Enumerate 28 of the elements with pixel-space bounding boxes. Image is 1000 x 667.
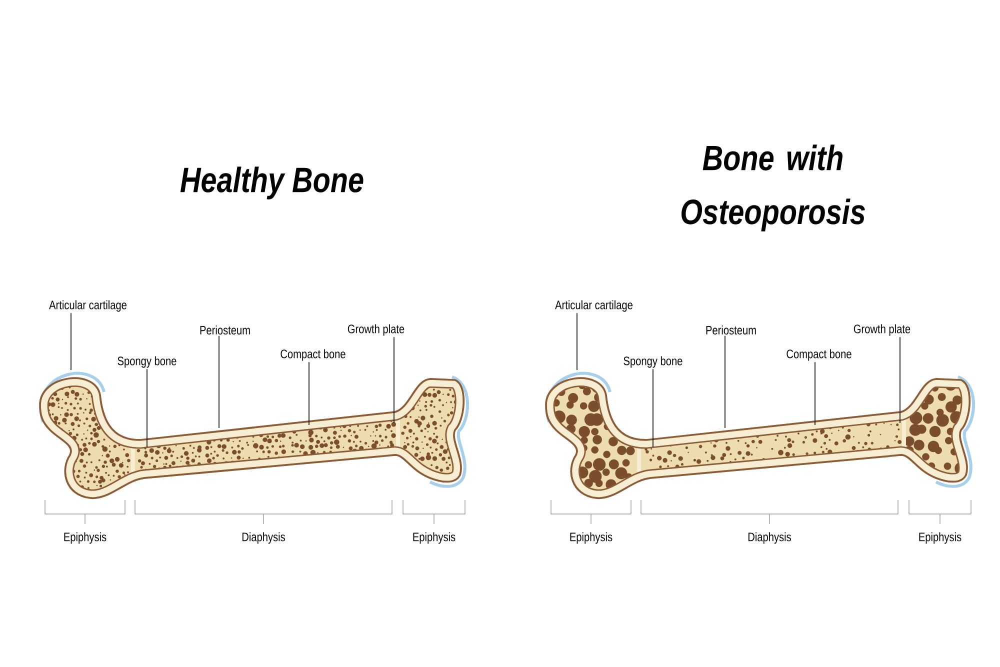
part-label: Compact bone [280, 349, 346, 361]
leader-line [724, 336, 726, 428]
leader-line [146, 368, 148, 448]
region-label: Epiphysis [570, 532, 612, 544]
part-label: Spongy bone [624, 356, 682, 368]
region-label: Epiphysis [413, 532, 456, 544]
leader-line [218, 336, 220, 428]
leader-line [814, 362, 816, 426]
part-label: Periosteum [706, 325, 756, 335]
heading: Healthy Bone [180, 166, 364, 200]
part-label: Compact bone [786, 349, 852, 361]
leader-line [576, 312, 578, 370]
region-label: Epiphysis [64, 532, 106, 544]
part-label: Growth plate [348, 324, 404, 336]
bone-drawing [545, 372, 976, 499]
leader-line [70, 312, 72, 370]
leader-line [652, 368, 654, 448]
part-label: Spongy bone [118, 356, 176, 368]
leader-line [308, 362, 310, 426]
bone-drawing [39, 372, 470, 499]
region-label: Epiphysis [919, 532, 962, 544]
region-label: Diaphysis [748, 532, 791, 544]
part-label: Periosteum [200, 325, 250, 335]
part-label: Growth plate [854, 324, 910, 336]
part-label: Articular cartilage [555, 300, 632, 312]
part-label: Articular cartilage [49, 300, 126, 312]
heading: Bone with Osteoporosis [682, 144, 865, 232]
region-label: Diaphysis [242, 532, 285, 544]
